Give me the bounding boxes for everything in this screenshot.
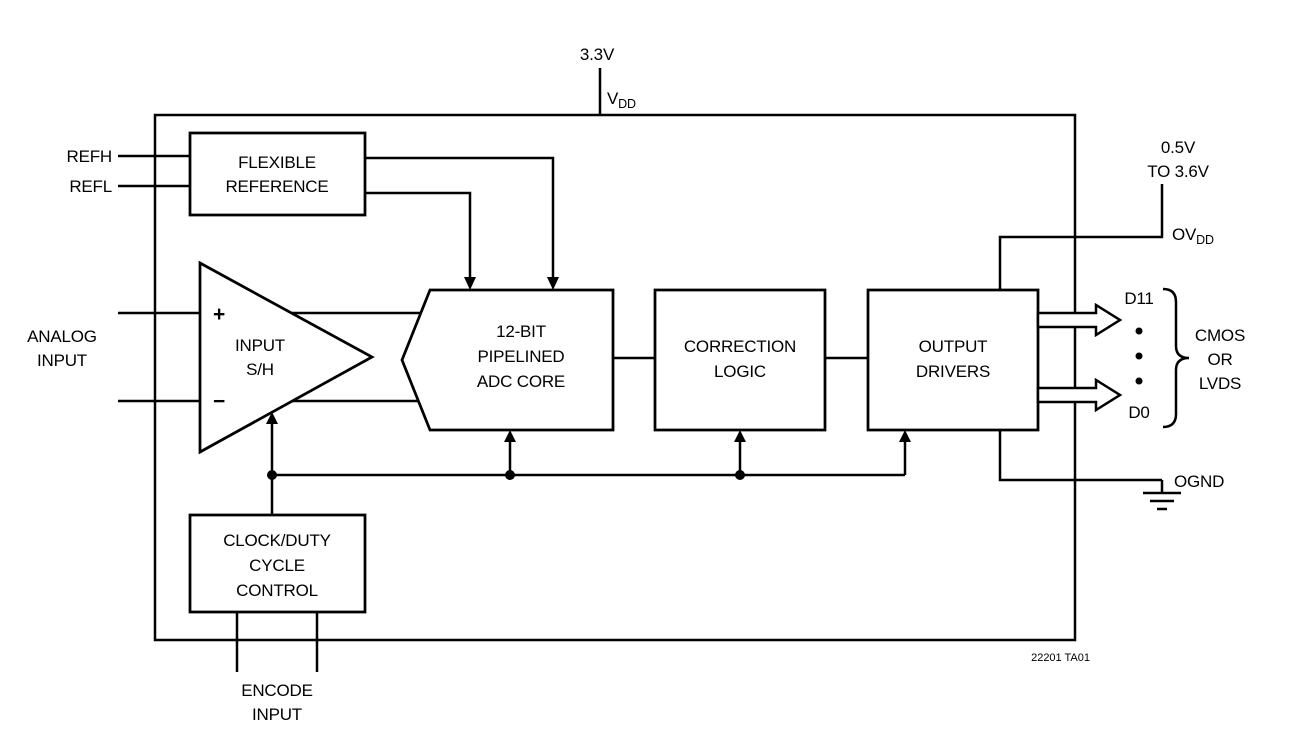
output-bus-ellipsis-dot xyxy=(1135,377,1143,385)
adc-core-label-line1: 12-BIT xyxy=(496,322,546,341)
flexible-reference-label-line1: FLEXIBLE xyxy=(238,153,316,172)
reference-out-wire-1 xyxy=(365,156,555,280)
sh-label-line2: S/H xyxy=(246,360,274,379)
input-sh-amp-block xyxy=(198,260,375,455)
vdd-voltage-label: 3.3V xyxy=(580,45,615,64)
clock-control-label-line1: CLOCK/DUTY xyxy=(223,531,331,550)
junction-dot xyxy=(267,470,277,480)
output-bus-ellipsis-dot xyxy=(1135,352,1143,360)
ognd-wire xyxy=(998,430,1162,482)
adc-core-block xyxy=(400,288,615,432)
ognd-pin-label: OGND xyxy=(1174,472,1224,491)
up-arrowhead-icon xyxy=(504,430,516,442)
ovdd-range-label-line2: TO 3.6V xyxy=(1147,162,1209,181)
sh-minus-sign: − xyxy=(213,390,225,413)
output-bus-ellipsis-dot xyxy=(1135,327,1143,335)
down-arrowhead-icon xyxy=(547,277,559,290)
reference-out-wire-2 xyxy=(365,191,472,280)
correction-logic-label-line2: LOGIC xyxy=(714,362,766,381)
d11-pin-label: D11 xyxy=(1124,289,1153,308)
junction-dot xyxy=(735,470,745,480)
vdd-pin-label: VDD xyxy=(607,89,636,111)
analog-input-label-line2: INPUT xyxy=(37,351,87,370)
adc-core-label-line3: ADC CORE xyxy=(477,372,565,391)
reference-to-adc-wires xyxy=(365,156,559,290)
refh-pin-label: REFH xyxy=(67,147,112,166)
up-arrowhead-icon xyxy=(899,430,911,442)
up-arrowhead-icon xyxy=(734,430,746,442)
data-bus-arrow-icon xyxy=(1036,302,1123,338)
ovdd-wire xyxy=(998,184,1164,290)
output-mode-label-line2: OR xyxy=(1207,350,1232,369)
up-arrowhead-icon xyxy=(266,412,278,424)
chip-boundary xyxy=(153,113,1077,642)
analog-input-label-line1: ANALOG xyxy=(27,327,97,346)
correction-logic-block xyxy=(653,288,827,432)
flexible-reference-label-line2: REFERENCE xyxy=(225,177,328,196)
sh-plus-sign: + xyxy=(213,303,225,326)
ovdd-range-label-line1: 0.5V xyxy=(1161,138,1196,157)
output-drivers-label-line2: DRIVERS xyxy=(916,362,990,381)
output-drivers-label-line1: OUTPUT xyxy=(919,337,988,356)
junction-dot xyxy=(505,470,515,480)
adc-core-label-line2: PIPELINED xyxy=(477,347,564,366)
down-arrowhead-icon xyxy=(464,277,476,290)
ognd-wire-group xyxy=(998,430,1181,511)
refl-pin-label: REFL xyxy=(69,177,112,196)
output-mode-label-line3: LVDS xyxy=(1199,374,1241,393)
ovdd-pin-label: OVDD xyxy=(1172,225,1214,247)
encode-input-label-line2: INPUT xyxy=(252,705,302,724)
output-mode-label-line1: CMOS xyxy=(1195,326,1245,345)
correction-logic-label-line1: CORRECTION xyxy=(684,337,796,356)
sh-label-line1: INPUT xyxy=(235,336,285,355)
figure-code-label: 22201 TA01 xyxy=(1031,652,1090,664)
data-bus-arrow-icon xyxy=(1036,377,1123,413)
clock-control-label-line3: CONTROL xyxy=(236,581,318,600)
clock-control-label-line2: CYCLE xyxy=(249,556,305,575)
flexible-reference-block xyxy=(188,131,367,217)
output-mode-brace xyxy=(1162,287,1190,429)
clock-bus xyxy=(266,412,911,515)
d0-pin-label: D0 xyxy=(1128,403,1149,422)
ground-symbol-icon xyxy=(1143,480,1181,511)
output-drivers-block xyxy=(866,288,1040,432)
encode-input-label-line1: ENCODE xyxy=(241,681,313,700)
clock-duty-cycle-block xyxy=(188,513,367,614)
